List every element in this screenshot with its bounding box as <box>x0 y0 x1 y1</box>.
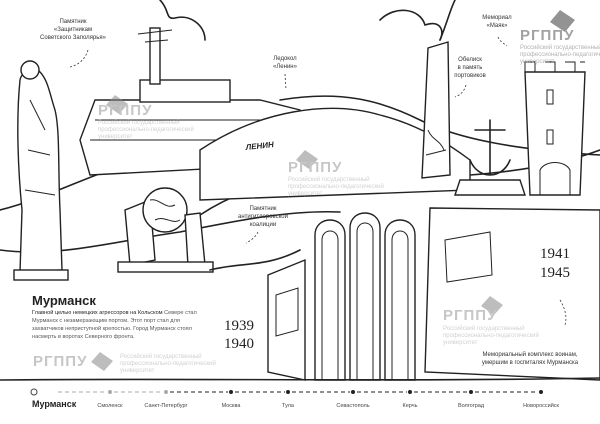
timeline-city[interactable]: Санкт-Петербург <box>144 403 187 409</box>
svg-text:«Ленин»: «Ленин» <box>273 64 298 70</box>
svg-text:антигитлеровской: антигитлеровской <box>238 213 288 220</box>
svg-text:РГППУ: РГППУ <box>520 27 574 44</box>
timeline-dot[interactable] <box>286 390 290 394</box>
timeline-dot[interactable] <box>108 390 112 394</box>
timeline-dot[interactable] <box>469 390 473 394</box>
svg-text:университет: университет <box>520 59 555 65</box>
defenders-monument <box>13 60 69 281</box>
cloud <box>379 9 443 41</box>
year-1939: 1939 <box>224 318 254 334</box>
label-lighthouse: Мемориал «Маяк» <box>482 15 512 47</box>
label-obelisk: Обелиск в память портовиков <box>454 57 486 98</box>
timeline-dot[interactable] <box>229 390 233 394</box>
svg-text:портовиков: портовиков <box>454 73 486 79</box>
watermark-logo: РГППУ Российский государственный професс… <box>33 352 216 374</box>
obelisk <box>421 41 451 179</box>
svg-text:профессионально-педагогический: профессионально-педагогический <box>288 183 384 190</box>
label-icebreaker: Ледокол «Ленин» <box>273 56 298 91</box>
ship-name: ЛЕНИН <box>244 140 274 152</box>
svg-text:Памятник: Памятник <box>59 19 86 25</box>
svg-text:РГППУ: РГППУ <box>33 353 87 370</box>
label-coalition: Памятник антигитлеровской коалиции <box>238 206 288 244</box>
timeline-dot[interactable] <box>408 390 412 394</box>
timeline-current-marker[interactable] <box>30 388 38 396</box>
timeline-city[interactable]: Мурманск <box>32 399 77 409</box>
svg-text:Российский государственный: Российский государственный <box>120 353 202 360</box>
ground-line <box>209 249 301 271</box>
description: Главной целью немецких агрессоров на Кол… <box>32 309 212 341</box>
watermark-logo: РГППУ Российский государственный професс… <box>443 296 539 346</box>
page-title: Мурманск <box>32 293 96 308</box>
cloud-edge <box>439 0 456 41</box>
timeline-city[interactable]: Смоленск <box>97 403 123 409</box>
svg-text:Российский государственный: Российский государственный <box>520 44 600 51</box>
label-defenders: Памятник «Защитникам Советского Заполярь… <box>40 19 107 68</box>
anchor-memorial <box>454 119 526 196</box>
svg-text:умершим в госпиталях Мурманска: умершим в госпиталях Мурманска <box>482 360 579 366</box>
description-body: Севере стал Мурманск с незамерзающим пор… <box>32 310 197 340</box>
logo-diamond-icon <box>550 10 575 32</box>
plaque <box>444 231 493 283</box>
svg-text:Российский государственный: Российский государственный <box>98 119 180 126</box>
coalition-monument <box>117 187 214 273</box>
timeline-dot[interactable] <box>539 390 543 394</box>
year-1945: 1945 <box>540 265 570 281</box>
svg-text:университет: университет <box>98 134 133 140</box>
svg-text:в память: в память <box>458 65 483 71</box>
svg-text:«Маяк»: «Маяк» <box>487 23 509 29</box>
svg-text:Российский государственный: Российский государственный <box>288 176 370 183</box>
timeline: Мурманск Смоленск Санкт-Петербург Москва Тул… <box>30 388 560 409</box>
svg-text:профессионально-педагогический: профессионально-педагогический <box>120 360 216 367</box>
watermark-logo: РГППУ Российский государственный професс… <box>520 10 600 65</box>
year-1940: 1940 <box>224 336 254 352</box>
timeline-city[interactable]: Керчь <box>403 403 418 409</box>
svg-text:Обелиск: Обелиск <box>458 57 482 63</box>
timeline-dot[interactable] <box>164 390 168 394</box>
year-1941: 1941 <box>540 246 570 262</box>
ground-line <box>0 377 600 381</box>
svg-text:университет: университет <box>288 191 323 197</box>
memorial-complex <box>314 212 416 381</box>
plaque <box>275 287 299 337</box>
timeline-city[interactable]: Новороссийск <box>523 402 559 409</box>
svg-text:коалиции: коалиции <box>250 222 276 228</box>
watermark-logo: РГППУ Российский государственный професс… <box>98 95 194 140</box>
svg-text:Мемориал: Мемориал <box>482 15 512 21</box>
watermark-logo: РГППУ Российский государственный професс… <box>288 150 384 197</box>
memorial-wall-left <box>267 258 306 381</box>
svg-text:Мемориальный комплекс воинам,: Мемориальный комплекс воинам, <box>482 351 577 358</box>
timeline-dot[interactable] <box>351 390 355 394</box>
svg-text:Ледокол: Ледокол <box>273 56 297 62</box>
description-lead: Главной целью немецких агрессоров на Кол… <box>32 310 163 316</box>
svg-text:профессионально-педагогический: профессионально-педагогический <box>443 332 539 339</box>
svg-text:Памятник: Памятник <box>249 206 276 212</box>
timeline-city[interactable]: Тула <box>282 403 295 409</box>
svg-text:РГППУ: РГППУ <box>443 307 497 324</box>
timeline-city[interactable]: Волгоград <box>458 403 485 409</box>
cloud <box>159 0 206 41</box>
lighthouse-memorial <box>524 61 586 196</box>
svg-text:Советского Заполярья»: Советского Заполярья» <box>40 35 107 41</box>
svg-text:университет: университет <box>120 368 155 374</box>
timeline-city[interactable]: Севастополь <box>336 403 369 409</box>
timeline-city[interactable]: Москва <box>222 403 242 409</box>
svg-text:«Защитникам: «Защитникам <box>54 27 92 33</box>
label-memorial-complex: Мемориальный комплекс воинам, умершим в … <box>482 299 579 366</box>
svg-text:университет: университет <box>443 340 478 346</box>
svg-text:профессионально-педагогический: профессионально-педагогический <box>520 51 600 58</box>
hill <box>199 107 471 201</box>
svg-text:РГППУ: РГППУ <box>98 102 152 119</box>
svg-text:профессионально-педагогический: профессионально-педагогический <box>98 126 194 133</box>
memorial-wall-right <box>424 207 600 381</box>
svg-text:Российский государственный: Российский государственный <box>443 325 525 332</box>
svg-text:РГППУ: РГППУ <box>288 159 342 176</box>
